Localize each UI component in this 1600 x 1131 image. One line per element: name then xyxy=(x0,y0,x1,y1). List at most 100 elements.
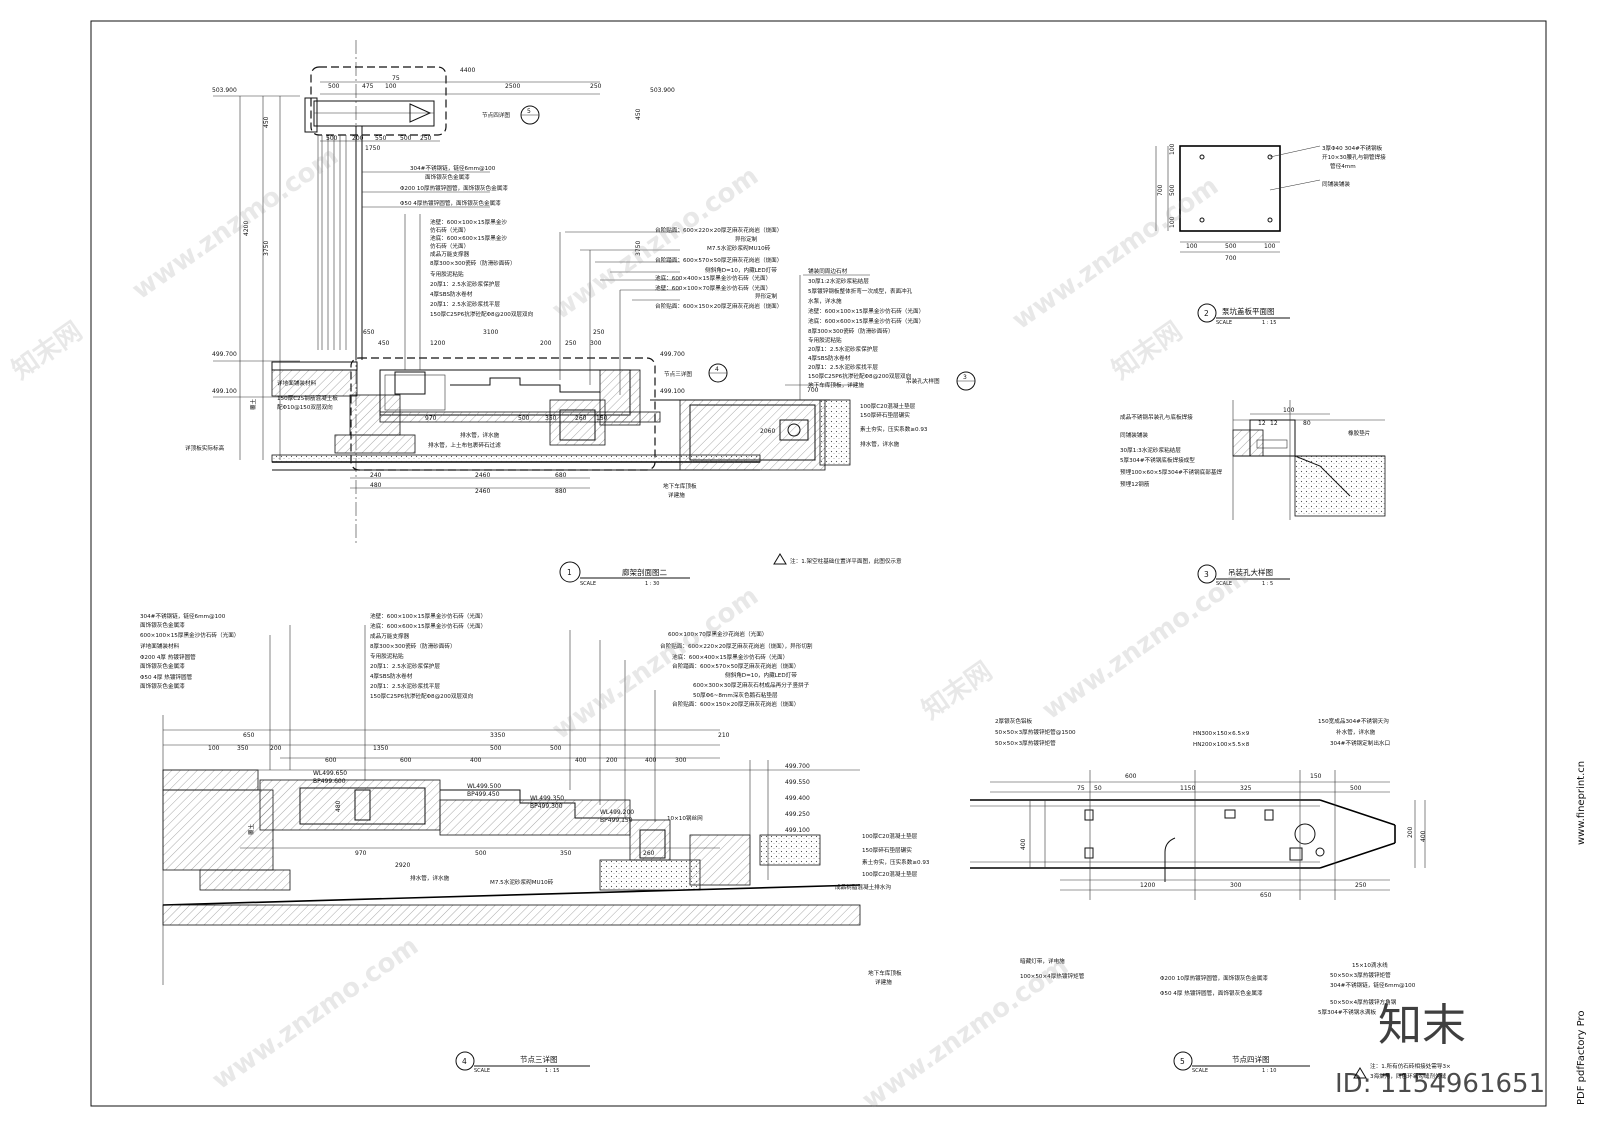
note: 侧斜角D=10，内藏LED灯带 xyxy=(705,266,777,274)
level-label: 499.100 xyxy=(785,827,810,834)
dim-label: 880 xyxy=(555,488,567,495)
detail-number-circle xyxy=(1173,1051,1193,1071)
dim-label: 100 xyxy=(1186,243,1198,250)
dim-label: 700 xyxy=(807,387,819,394)
note: 素土夯实，压实系数≥0.93 xyxy=(860,425,928,433)
note: 专用胶泥粘贴 xyxy=(370,652,404,660)
note: 20厚1：2.5水泥砂浆找平层 xyxy=(370,682,440,690)
dim-label: 250 xyxy=(593,329,605,336)
note: 池底：600×600×15厚黑金沙仿石砖（光面） xyxy=(808,317,924,325)
dim-label: 3100 xyxy=(483,329,498,336)
note: 304#不锈钢链，链径6mm@100 xyxy=(410,164,496,172)
dim-label: 12 xyxy=(1258,420,1266,427)
note: 4厚SBS防水卷材 xyxy=(430,290,473,298)
watermark-text: www.znzmo.com xyxy=(1007,171,1224,336)
note: 池底：600×400×15厚黑金沙仿石砖（光面） xyxy=(672,653,788,661)
note: 同铺装铺装 xyxy=(1120,431,1148,439)
note: 8厚300×300瓷砖（防滑砂面砖） xyxy=(430,259,516,267)
dim-label: 100 xyxy=(208,745,220,752)
note: 150厚C25钢筋混凝土板 xyxy=(277,394,338,402)
note: 池底：600×400×15厚黑金沙仿石砖（光面） xyxy=(655,274,771,282)
scale-word: SCALE xyxy=(1216,320,1232,326)
detail-1-section xyxy=(213,40,870,545)
note: 排水管，详水施 xyxy=(410,874,450,882)
warning-icon xyxy=(773,553,787,565)
scale-word: SCALE xyxy=(1216,581,1232,587)
note: 详建施 xyxy=(668,491,685,499)
note: 配Φ10@150双层双向 xyxy=(277,403,333,411)
dim-label: 250 xyxy=(420,135,432,142)
note: 池壁：600×100×15厚黑金沙仿石砖（光面） xyxy=(370,612,486,620)
note: 台阶踏面：600×570×50厚芝麻灰花岗岩（烧面） xyxy=(672,662,799,670)
note: 面饰银灰色金属漆 xyxy=(140,682,185,690)
dim-label: 50 xyxy=(1094,785,1102,792)
note-text: 3海棠角，同色环氧勾缝剂勾缝 xyxy=(1370,1072,1447,1080)
level-label: 499.100 xyxy=(212,388,237,395)
note-text: 注：1.所有仿石砖相接处需导3× xyxy=(1370,1062,1451,1070)
dim-label: 200 xyxy=(540,340,552,347)
note: 详地面铺装材料 xyxy=(140,642,180,650)
note: 3厚Φ40 304#不锈钢板 xyxy=(1322,144,1383,152)
note: 详建施 xyxy=(875,978,892,986)
note: 304#不锈钢定制出水口 xyxy=(1330,739,1390,747)
detail-4-section: 304#不锈钢链，链径6mm@100 面饰银灰色金属漆 600×100×15厚黑… xyxy=(140,612,930,1074)
dim-label: 1200 xyxy=(430,340,445,347)
note: 150厚C25P6抗渗砼配Φ8@200双层双向 xyxy=(430,310,534,318)
detail-3-lift-hole: 100 12 12 80 橡胶垫片 成品不锈钢吊装孔与底板焊接 同铺装铺装 30… xyxy=(1120,400,1386,587)
dim-label: 2460 xyxy=(475,488,490,495)
dim-label: 350 xyxy=(560,850,572,857)
note: 面饰银灰色金属漆 xyxy=(140,621,185,629)
note: Φ200 4厚 热镀锌圆管 xyxy=(140,653,196,661)
side-word: 覆土 xyxy=(249,398,257,410)
dim-label: 450 xyxy=(635,108,642,120)
dim-label: 2460 xyxy=(475,472,490,479)
note: 150厚碎石垫层碾实 xyxy=(862,846,912,854)
water-level: BP499.150 xyxy=(600,817,633,824)
detail-number-circle xyxy=(455,1051,475,1071)
note-text: 注：1.架空柱基础位置详平面图，此图仅示意 xyxy=(790,557,902,565)
detail-title: 廊架剖面图二 xyxy=(622,567,667,577)
watermark-layer: www.znzmo.com www.znzmo.com www.znzmo.co… xyxy=(7,141,1545,1116)
dim-label: 650 xyxy=(363,329,375,336)
note: 池壁：600×100×70厚黑金沙仿石砖（光面） xyxy=(655,284,771,292)
note: 5厚304#不锈钢水满板 xyxy=(1318,1008,1376,1016)
dim-label: 680 xyxy=(555,472,567,479)
water-level: BP499.300 xyxy=(530,803,563,810)
sheet-border xyxy=(90,20,1547,1107)
watermark-logo: 知末 xyxy=(1378,1000,1466,1051)
note: 150厚碎石垫层碾实 xyxy=(860,411,910,419)
note: 20厚1：2.5水泥砂浆保护层 xyxy=(808,345,878,353)
dim-label: 500 xyxy=(518,415,530,422)
dim-label: 650 xyxy=(1260,892,1272,899)
note: 异形定制 xyxy=(755,292,778,300)
note: 4厚SBS防水卷材 xyxy=(370,672,413,680)
callout-text: 节点四详图 xyxy=(482,111,510,119)
dim-label: 3350 xyxy=(490,732,505,739)
side-word: 覆土 xyxy=(247,823,255,835)
note: 20厚1：2.5水泥砂浆保护层 xyxy=(370,662,440,670)
note: 50×50×3厚热镀锌矩管 xyxy=(995,739,1056,747)
dim-label: 300 xyxy=(1230,882,1242,889)
note: HN300×150×6.5×9 xyxy=(1193,731,1250,737)
watermark-text: www.znzmo.com xyxy=(1037,561,1254,726)
dim-label: 75 xyxy=(1077,785,1085,792)
dim-label: 500 xyxy=(550,745,562,752)
dim-label: 240 xyxy=(370,472,382,479)
level-label: 499.550 xyxy=(785,779,810,786)
dim-label: 500 xyxy=(400,135,412,142)
dim-label: 2060 xyxy=(760,428,775,435)
dim-label: 250 xyxy=(590,83,602,90)
dim-label: 260 xyxy=(575,415,587,422)
detail-number: 2 xyxy=(1204,309,1209,318)
dim-label: 100 xyxy=(1169,216,1176,228)
detail-title: 节点三详图 xyxy=(520,1054,558,1064)
note: 面饰银灰色金属漆 xyxy=(425,173,470,181)
note: 5厚304#不锈钢底板焊接成型 xyxy=(1120,456,1195,464)
note: 同铺装铺装 xyxy=(1322,180,1350,188)
note: 专用胶泥粘贴 xyxy=(430,270,464,278)
dim-label: 400 xyxy=(470,757,482,764)
detail-number: 1 xyxy=(567,568,572,577)
dim-label: 3750 xyxy=(263,241,270,256)
detail-title: 泵坑盖板平面图 xyxy=(1222,306,1275,316)
note: 30厚1:3水泥砂浆粘结层 xyxy=(1120,446,1181,454)
